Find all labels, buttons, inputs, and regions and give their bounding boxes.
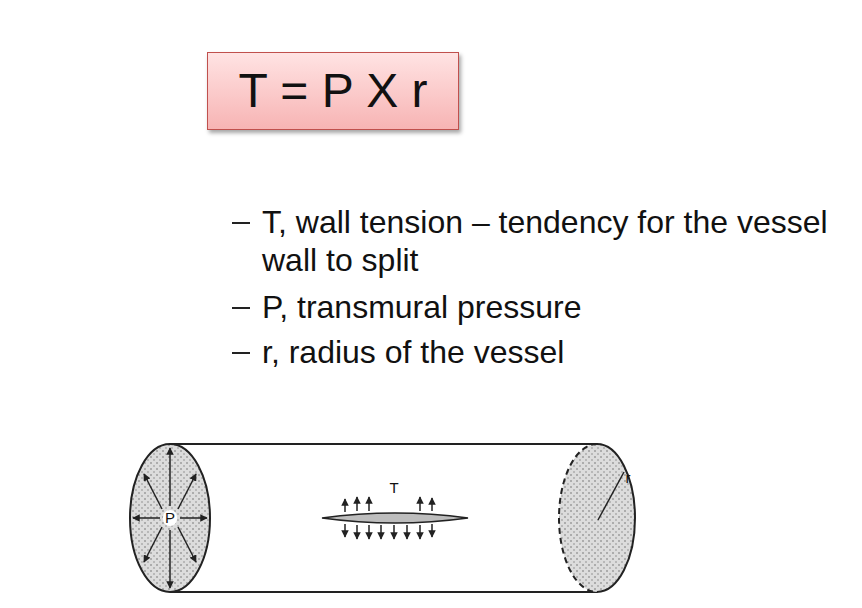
list-dash <box>232 307 250 309</box>
tension-arrows-part <box>356 525 358 539</box>
vessel-right-rim-dashed <box>559 444 597 592</box>
tension-arrows-part <box>368 525 370 539</box>
bullet-text: r, radius of the vessel <box>262 333 842 371</box>
tension-arrows <box>345 497 432 539</box>
tension-arrows-part <box>406 525 408 539</box>
pressure-arrows-part <box>133 517 160 519</box>
tension-arrows-part <box>344 499 346 512</box>
radius-label: r <box>624 470 633 486</box>
tension-arrows-part <box>380 525 382 539</box>
tension-label: T <box>387 480 400 496</box>
bullet-text: T, wall tension – tendency for the vesse… <box>262 203 842 279</box>
pressure-arrows <box>133 448 207 588</box>
bullet-text: P, transmural pressure <box>262 288 842 326</box>
tension-arrows-part <box>431 524 433 537</box>
tension-arrows-part <box>431 498 433 511</box>
pressure-arrows-part <box>178 527 196 562</box>
vessel-right-end <box>559 444 635 592</box>
pressure-arrows-part <box>144 474 162 509</box>
vessel-wall-bottom <box>170 591 597 593</box>
tension-arrows-part <box>393 525 395 539</box>
pressure-arrows-part <box>178 474 196 509</box>
formula-box: T = P X r <box>207 52 459 130</box>
vessel-left-end <box>130 444 210 592</box>
pressure-arrows-part <box>144 527 162 562</box>
pressure-arrows-part <box>180 517 207 519</box>
pressure-label: P <box>163 510 177 526</box>
pressure-arrows-part <box>169 530 171 588</box>
tension-arrows-part <box>368 497 370 511</box>
tension-arrows-part <box>356 497 358 511</box>
formula-text: T = P X r <box>239 67 428 115</box>
pressure-arrows-part <box>169 448 171 506</box>
tension-arrows-part <box>419 525 421 539</box>
tension-arrows-part <box>344 524 346 537</box>
tension-arrows-part <box>419 497 421 511</box>
wall-split <box>322 513 468 523</box>
vessel-wall-top <box>170 443 597 445</box>
list-dash <box>232 222 250 224</box>
radius-line <box>598 472 624 520</box>
vessel-right-rim <box>597 444 635 592</box>
list-dash <box>232 352 250 354</box>
